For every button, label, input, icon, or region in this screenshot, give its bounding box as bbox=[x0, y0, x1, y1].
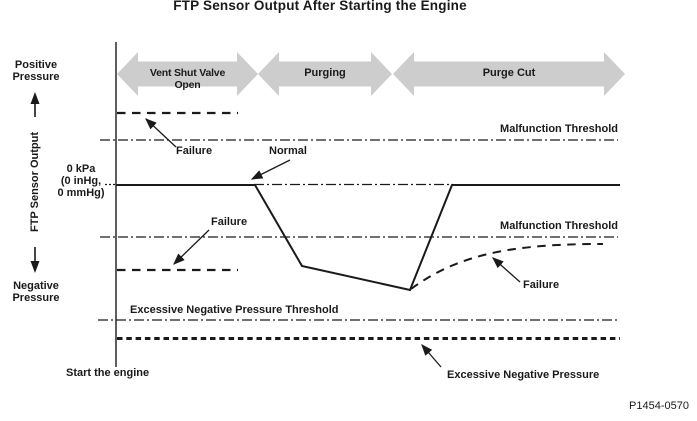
phase-arrow-vent-shut-valve-open bbox=[117, 52, 258, 96]
annotation-arrow-failure-mid bbox=[173, 229, 210, 265]
failure-label-right: Failure bbox=[523, 279, 560, 291]
negative-pressure-label: Negative Pressure bbox=[12, 280, 60, 304]
positive-direction-arrowhead-icon bbox=[30, 92, 40, 104]
annotation-arrow-failure-top bbox=[145, 118, 177, 148]
malfunction-threshold-label-top: Malfunction Threshold bbox=[500, 123, 618, 135]
annotation-arrow-normal bbox=[250, 159, 291, 180]
malfunction-threshold-label-bottom: Malfunction Threshold bbox=[500, 220, 618, 232]
phase-arrow-purge-cut bbox=[393, 52, 625, 96]
normal-trace bbox=[116, 184, 620, 292]
diagram-title: FTP Sensor Output After Starting the Eng… bbox=[173, 0, 467, 13]
phase-label-purge-cut: Purge Cut bbox=[482, 67, 536, 79]
negative-direction-arrowhead-icon bbox=[30, 261, 40, 273]
y-axis-title: FTP Sensor Output bbox=[29, 131, 41, 233]
annotation-arrow-failure-right bbox=[492, 257, 521, 283]
failure-label-top: Failure bbox=[176, 145, 213, 157]
figure-code: P1454-0570 bbox=[629, 400, 689, 412]
zero-kpa-label: 0 kPa (0 inHg, 0 mmHg) bbox=[57, 163, 105, 199]
positive-pressure-label: Positive Pressure bbox=[12, 59, 60, 83]
phase-label-vent-shut-valve-open: Vent Shut Valve Open bbox=[149, 67, 226, 91]
excessive-negative-threshold-label: Excessive Negative Pressure Threshold bbox=[130, 304, 339, 316]
start-engine-label: Start the engine bbox=[66, 367, 150, 379]
excessive-negative-pressure-label: Excessive Negative Pressure bbox=[447, 369, 600, 381]
annotation-arrow-excessive bbox=[421, 344, 442, 368]
phase-label-purging: Purging bbox=[304, 67, 346, 79]
failure-recovery-curve bbox=[410, 243, 604, 290]
phase-arrow-purging bbox=[258, 52, 392, 96]
failure-label-mid: Failure bbox=[211, 216, 248, 228]
normal-label: Normal bbox=[269, 145, 307, 157]
